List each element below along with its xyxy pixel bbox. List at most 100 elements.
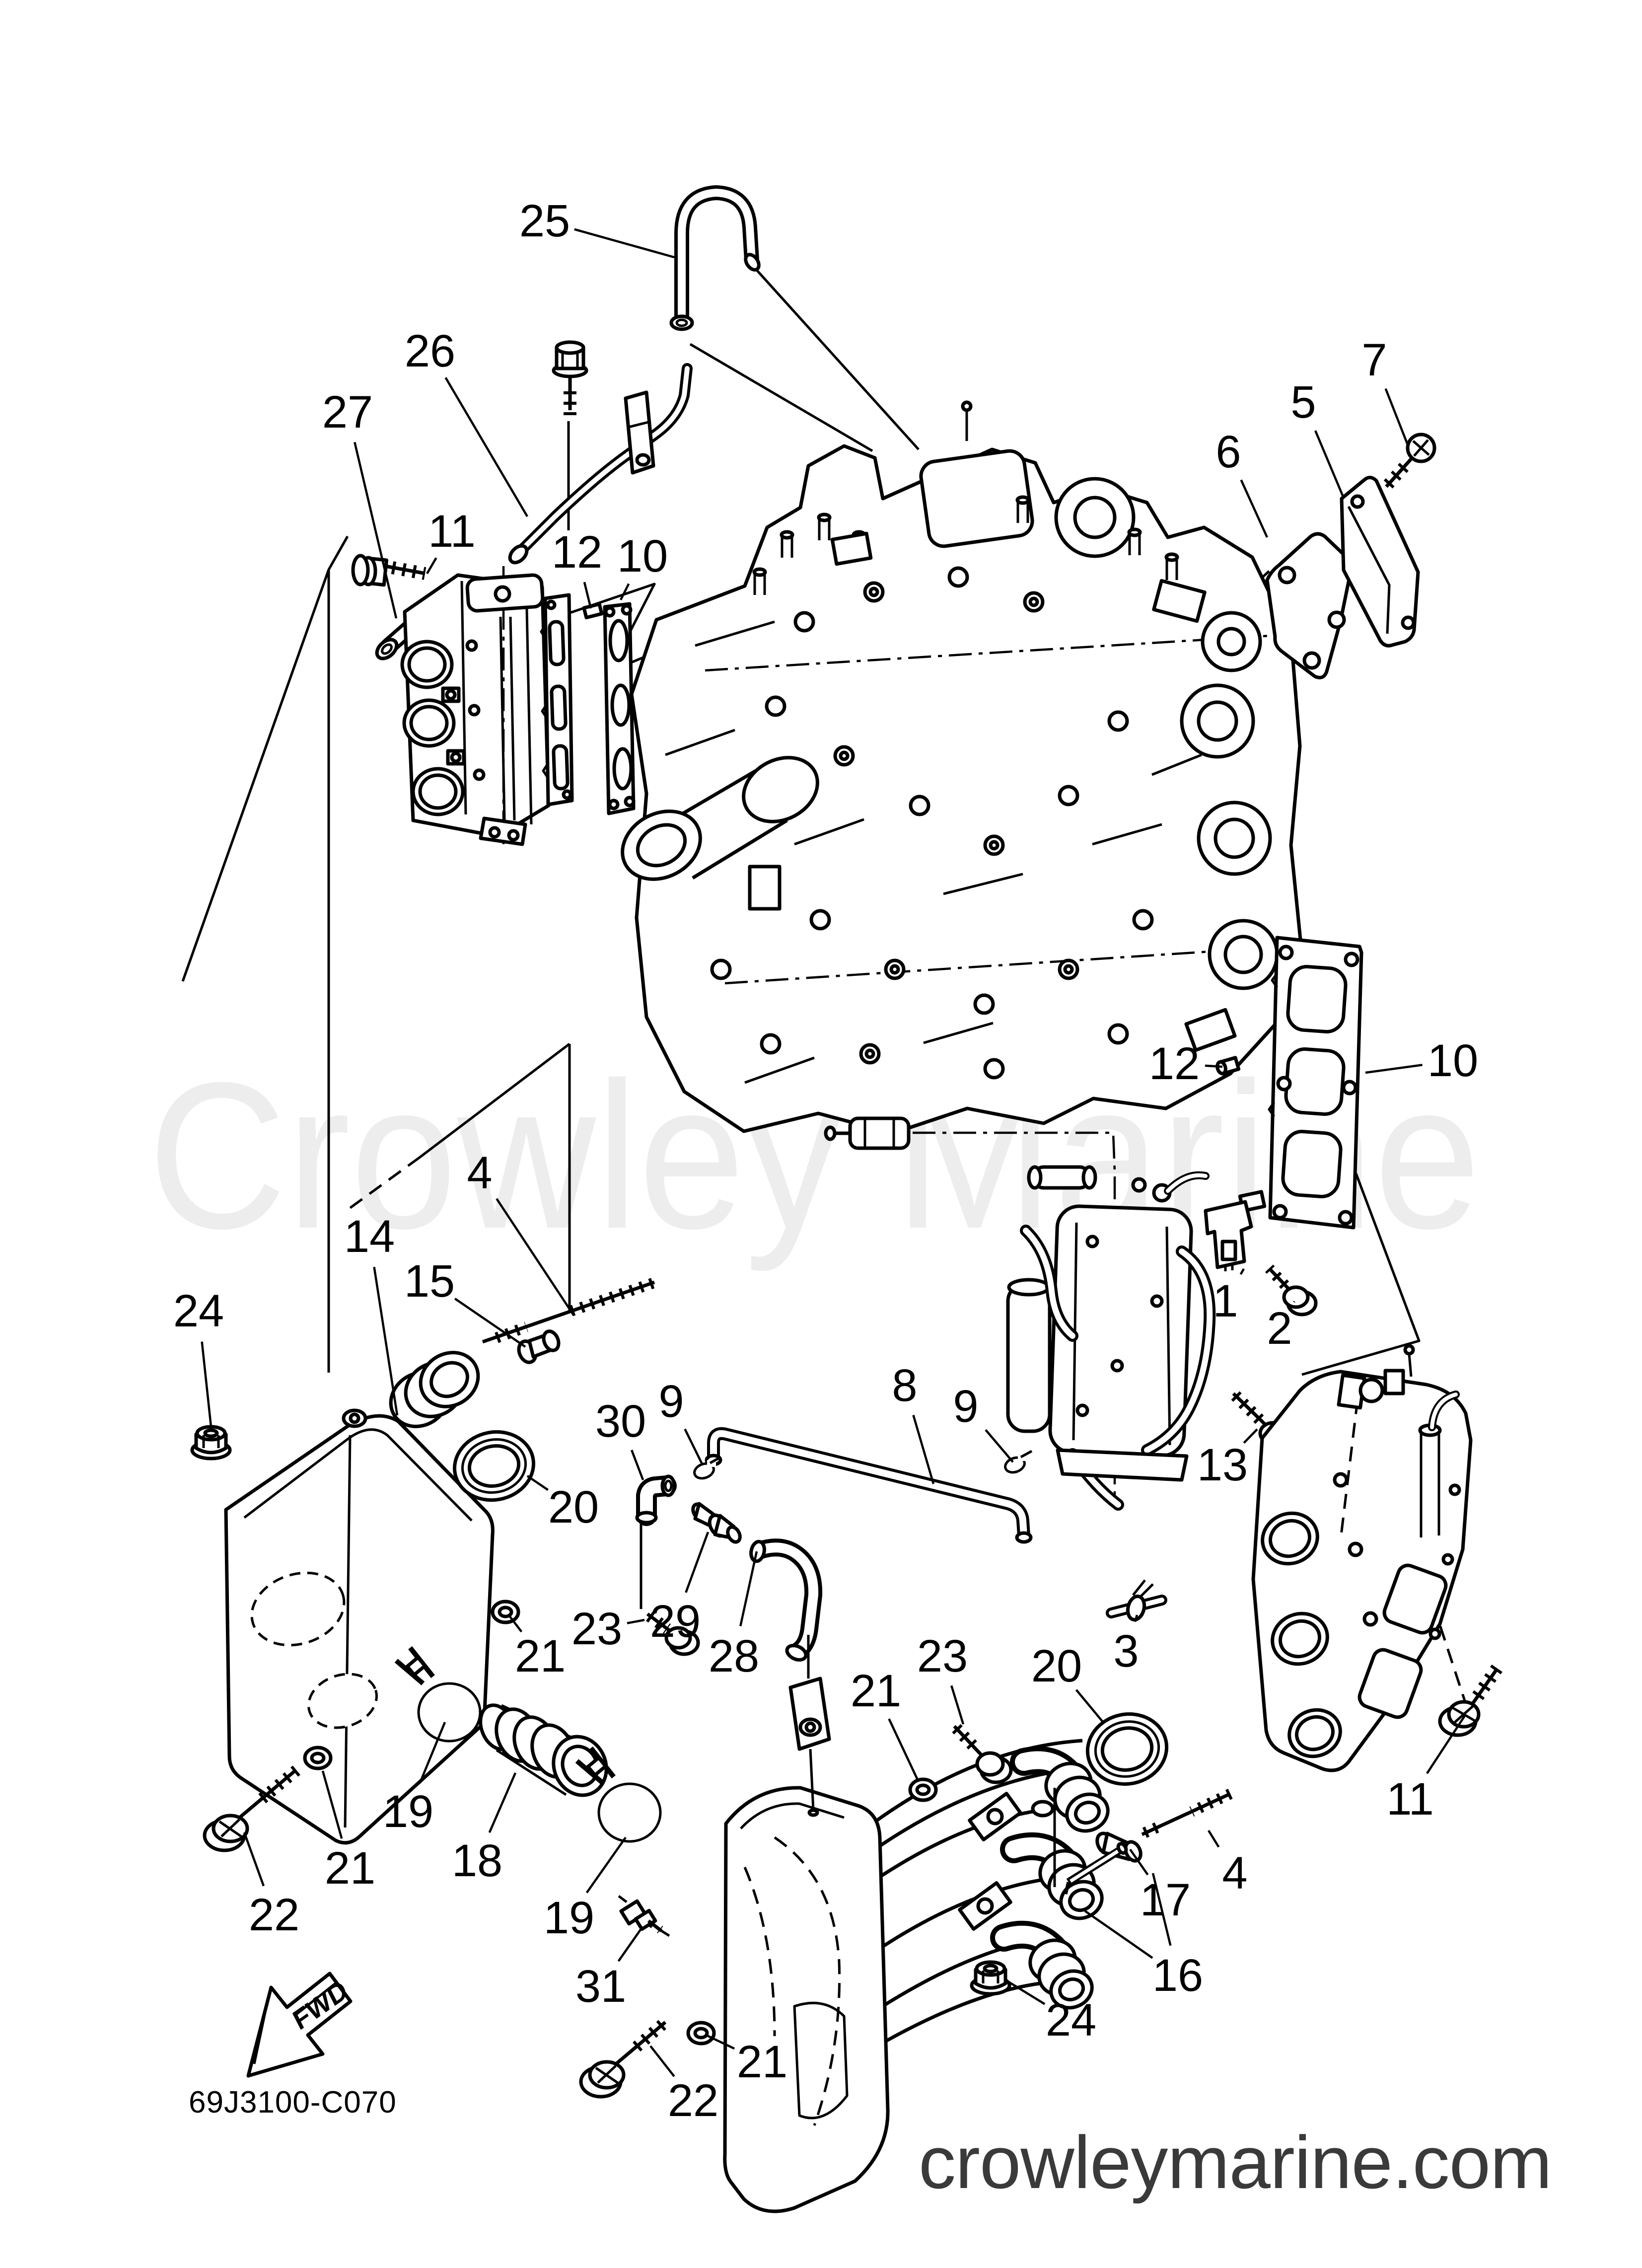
leader-line-19: [419, 1722, 446, 1784]
callout-20: 20: [1031, 1641, 1082, 1691]
callout-5: 5: [1290, 377, 1316, 428]
leader-line-18: [488, 1772, 517, 1833]
fwd-arrow: [246, 1972, 353, 2078]
air-duct-18: [479, 1703, 608, 1797]
dowel-pin-12-left: [582, 602, 604, 620]
leader-line-7: [1384, 388, 1410, 446]
leader-line-6: [1240, 479, 1269, 538]
callout-14: 14: [344, 1211, 395, 1262]
leader-line-10: [1365, 1064, 1423, 1074]
callout-18: 18: [451, 1835, 503, 1886]
callout-21: 21: [324, 1843, 376, 1894]
callout-26: 26: [404, 326, 456, 376]
hose-clamp-19-right: [575, 1746, 662, 1843]
callout-23: 23: [917, 1631, 968, 1682]
leader-line-20: [526, 1475, 549, 1491]
leader-line-21: [706, 2034, 735, 2050]
callout-2: 2: [1267, 1303, 1292, 1354]
washer-21-left-lower: [303, 1746, 333, 1770]
leader-line-22: [649, 2045, 675, 2077]
leader-line-24: [201, 1341, 213, 1432]
sensor-31: [618, 1895, 670, 1937]
callout-10: 10: [1427, 1035, 1479, 1086]
callout-21: 21: [736, 2037, 788, 2087]
leader-line-4: [496, 1198, 574, 1316]
callout-27: 27: [322, 387, 373, 438]
callout-12: 12: [1148, 1038, 1200, 1089]
elbow-grommet-30: [635, 1474, 677, 1526]
leader-line-11: [426, 557, 437, 575]
leader-line-23: [627, 1618, 645, 1624]
hose-clamp-19-left: [394, 1646, 482, 1743]
stud-bolt-4-left: [482, 1277, 657, 1344]
callout-16: 16: [1152, 1950, 1204, 2001]
leader-line-14: [373, 1266, 399, 1416]
callout-20: 20: [548, 1482, 599, 1533]
washer-21-left: [491, 1600, 520, 1624]
manifold-runner-3: [990, 1920, 1094, 2010]
callout-17: 17: [1140, 1875, 1191, 1925]
bolt-11-right: [1438, 1664, 1503, 1737]
hose-28: [749, 1538, 823, 1662]
bracket-plate-5: [1340, 476, 1420, 648]
leader-line-24: [1007, 1980, 1046, 2005]
hose-clamp-3: [1106, 1579, 1167, 1622]
leader-line-27: [354, 441, 398, 619]
callout-4: 4: [1222, 1848, 1248, 1899]
callout-4: 4: [467, 1148, 493, 1198]
callout-19: 19: [382, 1786, 434, 1837]
bolt-22-left: [203, 1765, 301, 1852]
callout-7: 7: [1361, 335, 1387, 385]
seal-ring-20-mid: [1085, 1712, 1169, 1786]
callout-22: 22: [248, 1890, 300, 1940]
callout-11: 11: [1386, 1774, 1434, 1825]
fuel-pipe-17: [1064, 1842, 1128, 1895]
leader-line-25: [574, 228, 675, 259]
callout-6: 6: [1215, 427, 1241, 477]
bolt-11-left: [351, 554, 427, 587]
bolt-7: [1380, 433, 1436, 493]
joint-connector-29: [691, 1502, 742, 1544]
joint-bushing-15: [517, 1329, 561, 1364]
carburetor-assembly-left: [400, 566, 551, 849]
callout-21: 21: [514, 1631, 566, 1682]
hose-clip-9-right: [1004, 1450, 1033, 1474]
leader-line-12: [583, 582, 592, 609]
oil-retainer-cylinder: [621, 756, 819, 881]
leader-line-21: [321, 1770, 343, 1839]
seal-ring-20-left: [452, 1430, 536, 1502]
engine-bosses: [710, 566, 1154, 1080]
fuel-hose-8: [705, 1427, 1033, 1544]
leader-line-16: [1084, 1910, 1153, 1959]
leader-line-3: [1134, 1614, 1139, 1622]
callout-9: 9: [953, 1381, 979, 1432]
callout-19: 19: [543, 1893, 595, 1943]
bolt-23-mid: [952, 1724, 1013, 1784]
callout-25: 25: [519, 196, 571, 246]
callout-8: 8: [892, 1360, 918, 1411]
leader-line-21: [508, 1615, 523, 1633]
leader-line-16: [1151, 1873, 1172, 1946]
bolt-23-left: [645, 1611, 700, 1656]
leader-line-29: [685, 1532, 710, 1593]
fuel-filter: [824, 1116, 911, 1150]
callout-10: 10: [617, 531, 668, 582]
construction-lines: [181, 265, 1469, 1709]
callout-23: 23: [571, 1604, 623, 1654]
callout-13: 13: [1197, 1440, 1248, 1490]
leader-line-31: [617, 1926, 643, 1962]
callout-22: 22: [667, 2075, 719, 2126]
callout-31: 31: [575, 1961, 627, 2012]
leader-line-19: [585, 1836, 627, 1894]
callout-24: 24: [173, 1286, 224, 1336]
leader-line-12: [1205, 1064, 1223, 1068]
callout-15: 15: [404, 1256, 455, 1307]
leader-line-30: [630, 1450, 644, 1480]
callout-21: 21: [850, 1666, 902, 1716]
footer-website: crowleymarine.com: [919, 2121, 1552, 2204]
engine-block: [621, 400, 1303, 1135]
callout-11: 11: [428, 506, 476, 557]
